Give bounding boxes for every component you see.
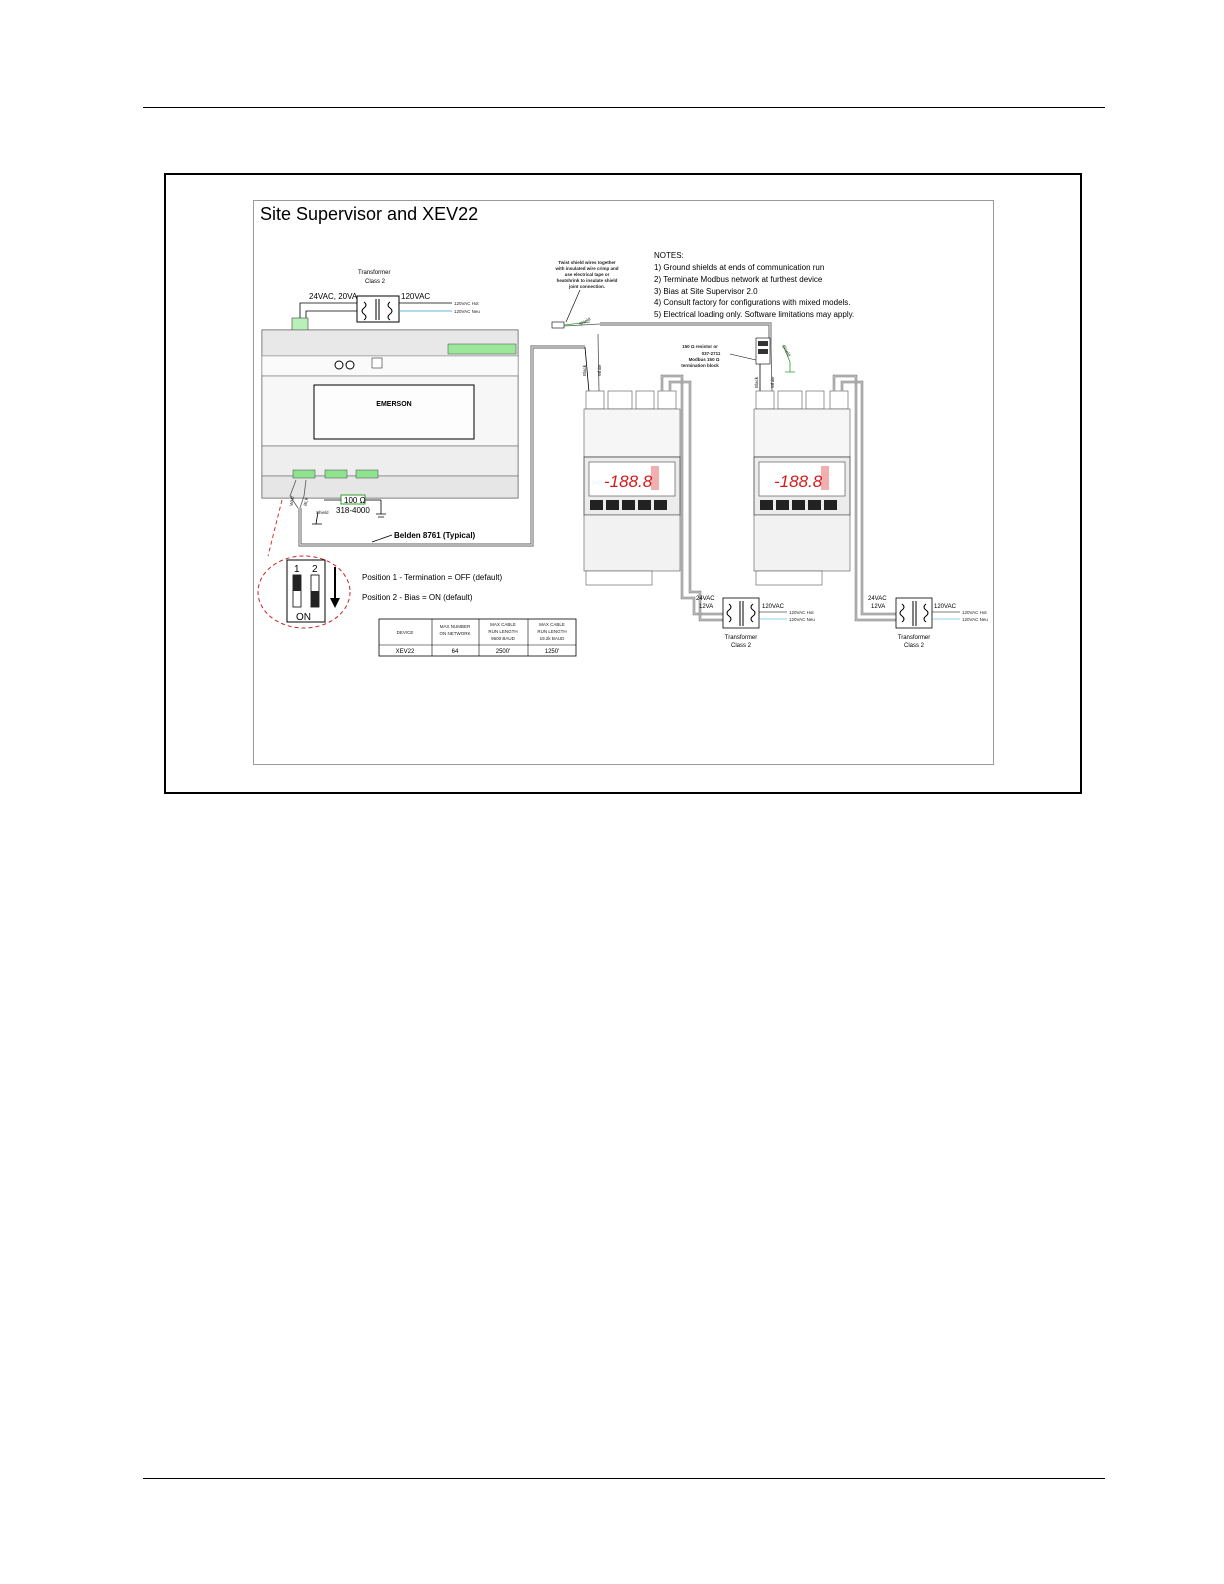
note-item-3: 3) Bias at Site Supervisor 2.0: [654, 287, 758, 296]
main-transformer-title2: Class 2: [365, 279, 386, 285]
table-cell-max-number: 64: [452, 649, 459, 655]
table-header-19200-3: 19.2k BAUD: [540, 636, 566, 641]
header-rule: [143, 107, 1105, 108]
table-cell-device: XEV22: [396, 649, 415, 655]
transformer-2-secondary-2: 12VA: [871, 604, 885, 610]
transformer-1-title-1: Transformer: [725, 635, 757, 641]
transformer-2-hot: 120VAC Hot: [962, 610, 987, 615]
dip-on: ON: [296, 612, 311, 623]
dip-num-2: 2: [312, 564, 318, 575]
resistor-value: 100 Ω: [344, 496, 366, 505]
figure-frame: [164, 173, 1082, 794]
notes-block: NOTES: 1) Ground shields at ends of comm…: [654, 251, 854, 319]
resistor-100-ohm: 100 Ω 318-4000: [324, 494, 386, 518]
cable-label: Belden 8761 (Typical): [394, 531, 476, 540]
main-transformer-title1: Transformer: [358, 270, 390, 276]
device-2-display: -188.8: [774, 472, 823, 491]
transformer-2-primary: 120VAC: [934, 604, 957, 610]
transformer-1-secondary-2: 12VA: [699, 604, 713, 610]
dip-position-2: Position 2 - Bias = ON (default): [362, 593, 473, 602]
device2-black-label: Black: [754, 376, 759, 388]
transformer-1-primary: 120VAC: [762, 604, 785, 610]
twist-note-line-1: Twist shield wires together: [558, 260, 616, 265]
twist-note-line-4: heatshrink to insulate shield: [557, 278, 618, 283]
site-supervisor-controller: EMERSON: [261, 317, 519, 499]
twist-note-line-2: with insulated wire crimp and: [554, 266, 618, 271]
termination-note: 150 Ω resistor or 037-2711 Modbus 150 Ω …: [681, 337, 771, 368]
dip-switch: 1 2 ON: [286, 559, 340, 623]
dip-num-1: 1: [294, 564, 300, 575]
table-header-19200-1: MAX CABLE: [539, 622, 565, 627]
note-item-4: 4) Consult factory for configurations wi…: [654, 298, 851, 307]
termination-line-3: Modbus 150 Ω: [689, 357, 720, 362]
diagram-title: Site Supervisor and XEV22: [260, 204, 478, 224]
wire-blk-label: BLK: [303, 497, 309, 506]
device1-black-label: Black: [582, 364, 587, 376]
shield-label-left: Shield: [578, 316, 592, 327]
table-header-max-number-2: ON NETWORK: [440, 631, 471, 636]
termination-line-4: termination block: [681, 363, 719, 368]
twist-note-line-5: joint connection.: [568, 284, 605, 289]
twist-note-line-3: use electrical tape or: [565, 272, 610, 277]
dip-position-1: Position 1 - Termination = OFF (default): [362, 573, 502, 582]
device2-shield-label: Shield: [781, 344, 792, 358]
xev22-device-2: -188.8: [753, 374, 896, 622]
table-header-9600-1: MAX CABLE: [490, 622, 516, 627]
main-transformer-secondary: 24VAC, 20VA: [309, 292, 358, 301]
main-transformer-hot: 120VAC Hot: [454, 301, 479, 306]
resistor-part: 318-4000: [336, 506, 370, 515]
footer-rule: [143, 1478, 1105, 1479]
device-transformer-2: 24VAC 12VA 120VAC 120VAC Hot 120VAC Neu …: [868, 596, 988, 649]
table-header-9600-3: 9600 BAUD: [491, 636, 516, 641]
device-1-display: -188.8: [604, 472, 653, 491]
twist-shield-note: Twist shield wires together with insulat…: [551, 260, 619, 329]
transformer-1-hot: 120VAC Hot: [789, 610, 814, 615]
note-item-1: 1) Ground shields at ends of communicati…: [654, 263, 824, 272]
transformer-2-secondary-1: 24VAC: [868, 596, 887, 602]
transformer-1-title-2: Class 2: [731, 643, 752, 649]
table-cell-19200: 1250': [545, 649, 560, 655]
wire-shield-label: Shield: [316, 510, 329, 515]
main-transformer-neu: 120VAC Neu: [454, 309, 480, 314]
wire-wht-label: WHT: [289, 495, 296, 506]
transformer-1-neu: 120VAC Neu: [789, 617, 815, 622]
table-header-19200-2: RUN LENGTH: [537, 629, 566, 634]
device-transformer-1: 24VAC 12VA 120VAC 120VAC Hot 120VAC Neu …: [696, 596, 815, 649]
main-transformer-primary: 120VAC: [401, 292, 430, 301]
note-item-2: 2) Terminate Modbus network at furthest …: [654, 275, 823, 284]
termination-line-1: 150 Ω resistor or: [682, 344, 718, 349]
table-header-9600-2: RUN LENGTH: [488, 629, 517, 634]
notes-heading: NOTES:: [654, 251, 684, 260]
table-cell-9600: 2500': [496, 649, 511, 655]
controller-brand: EMERSON: [376, 401, 411, 408]
note-item-5: 5) Electrical loading only. Software lim…: [654, 310, 854, 319]
main-transformer: Transformer Class 2 24VAC, 20VA 120VAC 1…: [299, 270, 480, 323]
table-header-device: DEVICE: [397, 630, 414, 635]
transformer-2-title-2: Class 2: [904, 643, 925, 649]
xev22-device-1: -188.8: [583, 374, 723, 622]
device2-white-label: White: [770, 376, 775, 388]
device1-white-label: White: [597, 364, 602, 376]
transformer-2-neu: 120VAC Neu: [962, 617, 988, 622]
termination-line-2: 037-2711: [702, 351, 721, 356]
device-table: DEVICE MAX NUMBER ON NETWORK MAX CABLE R…: [378, 618, 577, 657]
transformer-2-title-1: Transformer: [898, 635, 930, 641]
transformer-1-secondary-1: 24VAC: [696, 596, 715, 602]
table-header-max-number-1: MAX NUMBER: [440, 624, 471, 629]
